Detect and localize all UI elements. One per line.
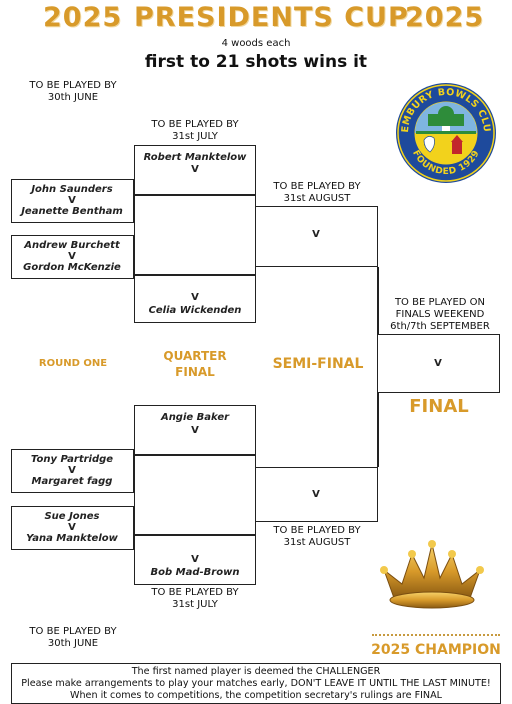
bracket-divider	[135, 534, 255, 536]
versus-mark: V	[434, 358, 442, 369]
rule-line: When it comes to competitions, the compe…	[69, 690, 443, 701]
deadline-date: 30th JUNE	[47, 92, 99, 103]
deadline-date: 6th/7th SEPTEMBER	[390, 321, 490, 332]
final-label: FINAL	[409, 396, 469, 417]
qf-bottom-bracket: Angie Baker V V Bob Mad-Brown	[134, 405, 256, 585]
bracket-divider	[135, 194, 255, 196]
qf-top-deadline: TO BE PLAYED BY 31st JULY	[140, 119, 250, 143]
deadline-line: TO BE PLAYED BY	[151, 119, 239, 130]
qf-player-robert: Robert Manktelow	[143, 152, 247, 163]
header-year-left: 2025	[43, 2, 123, 33]
player-name: Gordon McKenzie	[23, 262, 121, 273]
deadline-line: FINALS WEEKEND	[395, 309, 485, 320]
semi-final-label: SEMI-FINAL	[272, 356, 364, 372]
deadline-date: 31st AUGUST	[283, 193, 351, 204]
crown-icon	[372, 540, 492, 612]
qf-player-bob: Bob Mad-Brown	[150, 567, 240, 578]
player-name: Tony Partridge	[30, 454, 114, 465]
final-match-box: V	[377, 334, 500, 393]
round1-bottom-deadline: TO BE PLAYED BY 30th JUNE	[18, 626, 128, 650]
page-title: PRESIDENTS CUP	[134, 2, 409, 33]
round1-match-1: John Saunders V Jeanette Bentham	[11, 179, 134, 223]
qf-player-angie: Angie Baker	[160, 412, 230, 423]
deadline-line: TO BE PLAYED BY	[273, 181, 361, 192]
deadline-line: TO BE PLAYED BY	[273, 525, 361, 536]
quarter-final-label: QUARTER FINAL	[150, 348, 240, 380]
versus-mark: V	[68, 195, 76, 206]
rule-line: The first named player is deemed the CHA…	[131, 666, 381, 677]
round1-match-4: Sue Jones V Yana Manktelow	[11, 506, 134, 550]
qf-top-bracket: Robert Manktelow V V Celia Wickenden	[134, 145, 256, 323]
header-year-right: 2025	[405, 2, 485, 33]
champion-divider	[372, 634, 500, 636]
player-name: John Saunders	[31, 184, 113, 195]
deadline-line: TO BE PLAYED BY	[29, 626, 117, 637]
versus-mark: V	[68, 251, 76, 262]
subtitle-small: 4 woods each	[221, 38, 291, 49]
round1-match-3: Tony Partridge V Margaret fagg	[11, 449, 134, 493]
versus-mark: V	[312, 489, 320, 500]
deadline-date: 31st JULY	[172, 131, 218, 142]
label-line: FINAL	[175, 365, 215, 379]
label-line: QUARTER	[163, 349, 227, 363]
player-name: Sue Jones	[44, 511, 100, 522]
final-deadline: TO BE PLAYED ON FINALS WEEKEND 6th/7th S…	[382, 297, 498, 333]
deadline-date: 31st AUGUST	[283, 537, 351, 548]
bracket-divider	[135, 274, 255, 276]
player-name: Yana Manktelow	[26, 533, 118, 544]
versus-mark: V	[68, 522, 76, 533]
versus-mark: V	[191, 164, 199, 175]
deadline-date: 31st JULY	[172, 599, 218, 610]
versus-mark: V	[312, 229, 320, 240]
versus-mark: V	[191, 425, 199, 436]
bracket-divider	[135, 454, 255, 456]
deadline-line: TO BE PLAYED BY	[29, 80, 117, 91]
rule-line: Please make arrangements to play your ma…	[21, 678, 491, 689]
round-one-label: ROUND ONE	[38, 358, 108, 369]
subtitle-big: first to 21 shots wins it	[144, 52, 368, 72]
rules-box: The first named player is deemed the CHA…	[11, 663, 501, 704]
sf-bottom-deadline: TO BE PLAYED BY 31st AUGUST	[262, 525, 372, 549]
qf-player-celia: Celia Wickenden	[148, 305, 242, 316]
player-name: Margaret fagg	[31, 476, 113, 487]
qf-bottom-deadline: TO BE PLAYED BY 31st JULY	[140, 587, 250, 611]
sf-bottom-bracket: V	[256, 467, 378, 522]
player-name: Jeanette Bentham	[21, 206, 123, 217]
page-header: 2025 PRESIDENTS CUP 2025	[0, 2, 512, 34]
champion-label: 2025 CHAMPION	[371, 642, 501, 658]
player-name: Andrew Burchett	[24, 240, 120, 251]
sf-top-deadline: TO BE PLAYED BY 31st AUGUST	[262, 181, 372, 205]
deadline-line: TO BE PLAYED BY	[151, 587, 239, 598]
versus-mark: V	[191, 292, 199, 303]
deadline-date: 30th JUNE	[47, 638, 99, 649]
club-logo: PEMBURY BOWLS CLUB FOUNDED 1929	[390, 72, 498, 186]
round1-match-2: Andrew Burchett V Gordon McKenzie	[11, 235, 134, 279]
deadline-line: TO BE PLAYED ON	[394, 297, 486, 308]
versus-mark: V	[68, 465, 76, 476]
sf-top-bracket: V	[256, 206, 378, 267]
round1-top-deadline: TO BE PLAYED BY 30th JUNE	[18, 80, 128, 104]
versus-mark: V	[191, 554, 199, 565]
